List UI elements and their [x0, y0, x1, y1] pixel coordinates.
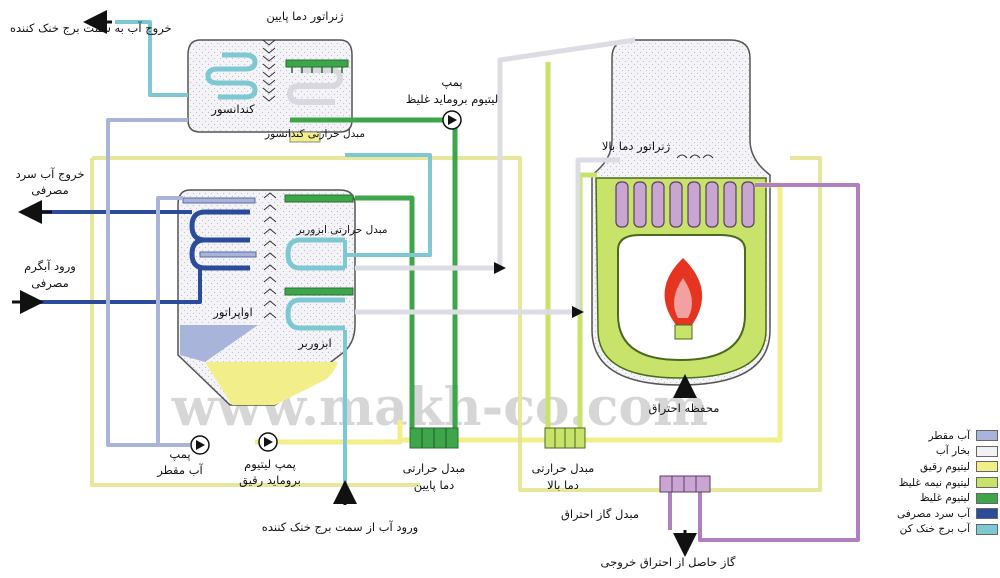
legend-label: بخار آب — [935, 445, 970, 458]
label-cooling-out: خروج آب به سمت برج خنک کننده — [10, 21, 172, 36]
weak-libr-pump — [258, 432, 278, 452]
legend-label: لیتیوم غلیظ — [919, 492, 970, 505]
pipe-vapor — [355, 37, 636, 315]
label-pump-cond-2: آب مقطر — [156, 463, 203, 478]
legend-swatch — [976, 430, 998, 442]
label-chilled-out-2: مصرفی — [31, 183, 69, 198]
legend-swatch — [976, 477, 998, 489]
legend-label: آب سرد مصرفی — [896, 507, 970, 520]
label-pump-strong-1: پمپ — [441, 75, 462, 89]
evaporator-absorber-vessel — [177, 189, 356, 406]
label-hot-in-2: مصرفی — [31, 276, 69, 291]
label-high-gen: ژنراتور دما بالا — [602, 139, 671, 154]
legend-label: لیتیوم رقیق — [920, 460, 970, 473]
label-high-hx-2: دما بالا — [547, 478, 579, 492]
label-pump-cond-1: پمپ — [169, 447, 190, 461]
label-low-gen: ژنراتور دما پایین — [266, 9, 344, 24]
label-evaporator: اواپراتور — [212, 305, 252, 320]
label-condenser: کندانسور — [210, 102, 255, 117]
legend-item: آب مقطر — [872, 428, 998, 444]
valve-icon — [494, 262, 584, 318]
label-flue-out: گاز حاصل از احتراق خروجی — [601, 555, 736, 570]
label-chilled-out-1: خروج آب سرد — [16, 167, 85, 182]
pipe-cooling-water — [115, 20, 432, 490]
legend-swatch — [976, 523, 998, 535]
label-high-hx-1: مبدل حرارتی — [532, 461, 595, 476]
legend-label: آب مقطر — [928, 429, 970, 442]
strong-libr-pump — [442, 110, 462, 130]
flue-gas-hx — [659, 475, 711, 493]
label-flue-hx: مبدل گاز احتراق — [561, 507, 639, 522]
label-pump-weak-2: برومايد رقیق — [239, 473, 301, 488]
label-cooling-in: ورود آب از سمت برج خنک کننده — [262, 520, 418, 535]
legend-item: آب برج خنک کن — [872, 522, 998, 538]
legend-item: لیتیوم رقیق — [872, 459, 998, 475]
legend-swatch — [976, 492, 998, 504]
legend-item: لیتیوم نیمه غلیظ — [872, 475, 998, 491]
legend-swatch — [976, 445, 998, 457]
legend-label: آب برج خنک کن — [899, 523, 970, 536]
low-temp-hx — [409, 427, 459, 449]
legend-item: بخار آب — [872, 444, 998, 460]
label-hot-in-1: ورود آبگرم — [24, 259, 76, 274]
label-cond-hx: مبدل حرارتی کندانسور — [264, 128, 365, 140]
high-gen-vessel — [591, 39, 771, 386]
label-pump-strong-2: لیتیوم برومايد غلیظ — [406, 92, 499, 107]
flow-arrows — [12, 10, 697, 557]
label-absorber: ابزوربر — [297, 336, 331, 351]
legend-item: لیتیوم غلیظ — [872, 490, 998, 506]
label-low-hx-1: مبدل حرارتی — [403, 461, 466, 476]
legend: آب مقطر بخار آب لیتیوم رقیق لیتیوم نیمه غلی… — [872, 428, 998, 537]
legend-item: آب سرد مصرفی — [872, 506, 998, 522]
condenser-vessel — [187, 39, 353, 133]
label-low-hx-2: دما پایین — [414, 478, 455, 493]
label-absorber-hx: مبدل حرارتی ابزوربر — [295, 224, 387, 236]
pipe-condensate — [106, 118, 190, 447]
pipe-chilled-water — [40, 210, 202, 304]
label-combustion-chamber: محفظه احتراق — [649, 401, 720, 416]
legend-swatch — [976, 461, 998, 473]
condensate-pump — [190, 435, 210, 455]
label-pump-weak-1: پمپ لیتیوم — [244, 457, 296, 472]
legend-swatch — [976, 508, 998, 520]
legend-label: لیتیوم نیمه غلیظ — [898, 476, 970, 489]
condenser-hx — [289, 131, 321, 143]
high-temp-hx — [544, 427, 586, 449]
